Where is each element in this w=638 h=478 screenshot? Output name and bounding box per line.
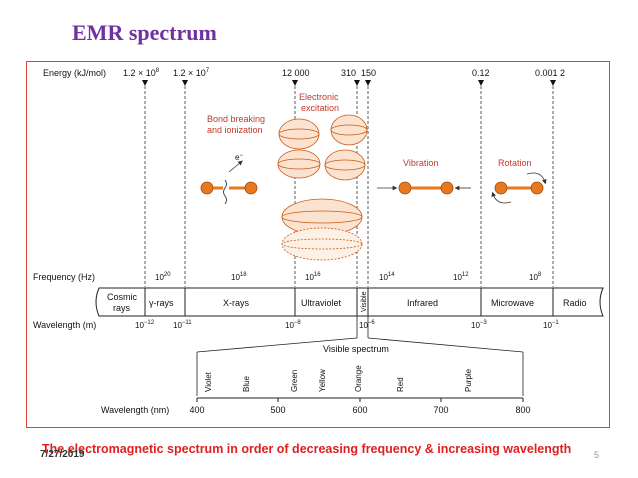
svg-text:1018: 1018 — [231, 272, 247, 282]
svg-text:10−3: 10−3 — [471, 320, 487, 330]
svg-text:10−8: 10−8 — [285, 320, 301, 330]
region-radio: Radio — [563, 298, 587, 308]
wavelength-nm-axis-label: Wavelength (nm) — [101, 405, 169, 415]
svg-text:10−6: 10−6 — [359, 320, 375, 330]
color-orange: Orange — [354, 365, 363, 392]
energy-value-0: 1.2 × 108 — [123, 68, 160, 78]
region-microwave: Microwave — [491, 298, 534, 308]
color-red: Red — [396, 377, 405, 392]
region-visible: Visible — [361, 291, 368, 312]
frequency-ticks: 1020 1018 1016 1014 1012 108 — [155, 272, 542, 282]
svg-text:1020: 1020 — [155, 272, 171, 282]
slide-date: 7/27/2019 — [40, 449, 85, 460]
svg-text:500: 500 — [270, 405, 285, 415]
color-blue: Blue — [242, 375, 251, 392]
vibration-molecule-icon — [377, 181, 471, 195]
color-purple: Purple — [464, 368, 473, 392]
color-labels: Violet Blue Green Yellow Orange Red Purp… — [204, 365, 473, 392]
svg-text:1012: 1012 — [453, 272, 469, 282]
excitation-label: excitation — [301, 103, 339, 113]
energy-value-3: 310 — [341, 68, 356, 78]
bond-breaking-label: Bond breaking — [207, 114, 265, 124]
svg-text:1016: 1016 — [305, 272, 321, 282]
energy-value-2: 12 000 — [282, 68, 310, 78]
color-yellow: Yellow — [318, 369, 327, 392]
svg-text:400: 400 — [189, 405, 204, 415]
region-gamma: γ-rays — [149, 298, 174, 308]
svg-text:1.2 × 107: 1.2 × 107 — [173, 68, 210, 78]
wavelength-m-ticks: 10−12 10−11 10−8 10−6 10−3 10−1 — [135, 320, 559, 330]
orbital-electron-cloud-icon — [277, 114, 368, 261]
svg-text:1014: 1014 — [379, 272, 395, 282]
ionization-molecule-icon: e− — [200, 153, 258, 205]
wavelength-nm-ticks: 400 500 600 700 800 — [189, 405, 530, 415]
svg-text:1.2 × 108: 1.2 × 108 — [123, 68, 160, 78]
rotation-label: Rotation — [498, 158, 532, 168]
energy-value-4: 150 — [361, 68, 376, 78]
energy-value-5: 0.12 — [472, 68, 490, 78]
color-green: Green — [290, 370, 299, 392]
energy-value-1: 1.2 × 107 — [173, 68, 210, 78]
svg-text:10−11: 10−11 — [173, 320, 192, 330]
wavelength-nm-axis — [196, 397, 524, 402]
svg-text:600: 600 — [352, 405, 367, 415]
vibration-label: Vibration — [403, 158, 438, 168]
energy-value-6: 0.001 2 — [535, 68, 565, 78]
rotation-molecule-icon — [491, 172, 547, 204]
slide-title: EMR spectrum — [72, 20, 217, 45]
visible-expansion-lines — [196, 316, 524, 396]
visible-spectrum-label: Visible spectrum — [323, 344, 389, 354]
svg-text:e−: e− — [235, 153, 243, 162]
energy-axis-label: Energy (kJ/mol) — [43, 68, 106, 78]
region-xrays: X-rays — [223, 298, 250, 308]
slide-page-number: 5 — [594, 450, 600, 460]
region-infrared: Infrared — [407, 298, 438, 308]
region-cosmic: Cosmic — [107, 292, 138, 302]
wavelength-m-axis-label: Wavelength (m) — [33, 320, 96, 330]
color-violet: Violet — [204, 371, 213, 392]
region-rays: rays — [113, 303, 131, 313]
energy-markers — [142, 80, 556, 86]
frequency-axis-label: Frequency (Hz) — [33, 272, 95, 282]
svg-text:10−12: 10−12 — [135, 320, 155, 330]
spectrum-regions: Cosmic rays γ-rays X-rays Ultraviolet Vi… — [107, 291, 587, 313]
svg-text:700: 700 — [433, 405, 448, 415]
spectrum-diagram: Energy (kJ/mol) 1.2 × 108 1.2 × 107 12 0… — [33, 68, 604, 415]
svg-text:10−1: 10−1 — [543, 320, 559, 330]
slide-caption: The electromagnetic spectrum in order of… — [42, 442, 572, 456]
spectrum-band — [95, 287, 604, 317]
spectrum-figure: Energy (kJ/mol) 1.2 × 108 1.2 × 107 12 0… — [26, 61, 610, 428]
region-ultraviolet: Ultraviolet — [301, 298, 342, 308]
ionization-label: and ionization — [207, 125, 263, 135]
svg-text:108: 108 — [529, 272, 542, 282]
electronic-label: Electronic — [299, 92, 339, 102]
svg-text:800: 800 — [515, 405, 530, 415]
